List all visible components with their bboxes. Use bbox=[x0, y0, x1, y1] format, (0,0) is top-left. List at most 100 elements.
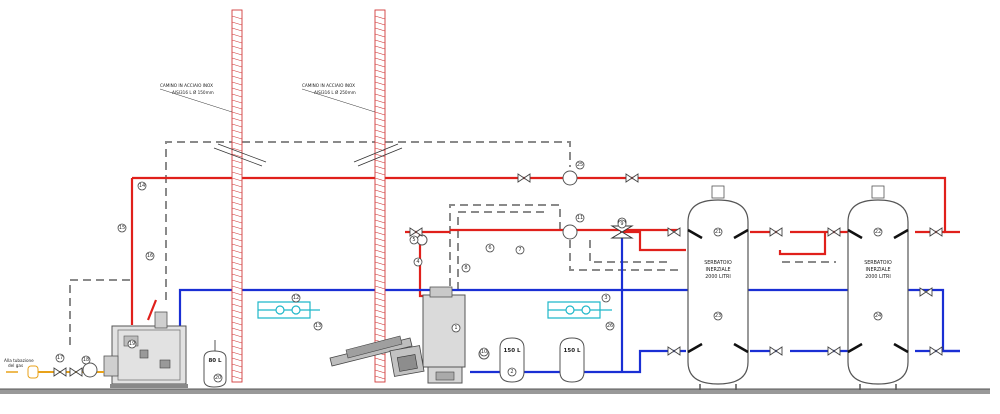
circulator-pumps bbox=[416, 170, 578, 360]
chimney-hatch-line bbox=[374, 309, 386, 314]
component-tag: 4 bbox=[413, 257, 423, 267]
chimney-hatch-line bbox=[231, 363, 243, 368]
gas-inlet-label-line1: Alla tubazione bbox=[4, 358, 34, 363]
chimney-hatch-line bbox=[374, 213, 386, 218]
chimney-hatch-line bbox=[374, 99, 386, 104]
gate-valve bbox=[827, 346, 841, 356]
chimney-hatch-line bbox=[374, 279, 386, 284]
svg-text:6: 6 bbox=[488, 245, 491, 251]
chimney-hatch-line bbox=[231, 225, 243, 230]
chimney-hatch-line bbox=[374, 27, 386, 32]
chimney-hatch-line bbox=[231, 255, 243, 260]
component-tag: 6 bbox=[485, 243, 495, 253]
chimney-hatch-line bbox=[231, 33, 243, 38]
chimney-hatch-line bbox=[231, 297, 243, 302]
gate-valve bbox=[929, 346, 943, 356]
chimney-hatch-line bbox=[374, 363, 386, 368]
chimney-hatch-line bbox=[374, 207, 386, 212]
chimney-hatch-line bbox=[374, 303, 386, 308]
svg-text:1: 1 bbox=[454, 325, 457, 331]
component-tag: 11 bbox=[575, 213, 585, 223]
gate-valve bbox=[827, 227, 841, 237]
chimney-hatch-line bbox=[231, 81, 243, 86]
svg-text:13: 13 bbox=[315, 323, 321, 329]
chimney-hatch-line bbox=[231, 39, 243, 44]
chimney-hatch-line bbox=[231, 279, 243, 284]
gate-valve bbox=[517, 173, 531, 183]
chimney-hatch-line bbox=[231, 243, 243, 248]
chimney-hatch-line bbox=[231, 153, 243, 158]
svg-text:11: 11 bbox=[577, 215, 583, 221]
chimney-hatch-line bbox=[231, 123, 243, 128]
chimney-hatch-line bbox=[231, 45, 243, 50]
chimney-hatch-line bbox=[374, 357, 386, 362]
chimney-hatch-line bbox=[231, 51, 243, 56]
chimney-hatch-line bbox=[374, 57, 386, 62]
chimney-hatch-line bbox=[231, 333, 243, 338]
chimney-hatch-line bbox=[231, 63, 243, 68]
chimney-hatch-line bbox=[231, 21, 243, 26]
svg-text:14: 14 bbox=[139, 183, 145, 189]
chimney-hatch-line bbox=[231, 147, 243, 152]
signal-lines bbox=[69, 141, 836, 345]
chimney-hatch-line bbox=[231, 189, 243, 194]
chimney-hatch-line bbox=[374, 117, 386, 122]
svg-text:15: 15 bbox=[119, 225, 125, 231]
vessel-150l-b-label: 150 L bbox=[564, 348, 581, 354]
chimney-hatch-line bbox=[231, 93, 243, 98]
component-tag: 12 bbox=[291, 293, 301, 303]
vessel-80l-label: 80 L bbox=[208, 358, 222, 364]
tank-1-subtitle: INERZIALE bbox=[705, 267, 730, 273]
component-tag: 8 bbox=[461, 263, 471, 273]
chimney-hatch-line bbox=[374, 183, 386, 188]
component-tag: 21 bbox=[713, 227, 723, 237]
chimney-hatch-line bbox=[231, 183, 243, 188]
chimney-hatch-line bbox=[231, 213, 243, 218]
chimney-hatch-line bbox=[231, 171, 243, 176]
chimney-hatch-line bbox=[374, 69, 386, 74]
svg-text:24: 24 bbox=[875, 313, 881, 319]
chimney-hatch-line bbox=[374, 225, 386, 230]
chimney-left-label-line2: AISI316 L Ø 150mm bbox=[172, 90, 214, 95]
chimney-hatch-line bbox=[374, 33, 386, 38]
svg-text:8: 8 bbox=[464, 265, 467, 271]
svg-text:2: 2 bbox=[510, 369, 513, 375]
svg-text:19: 19 bbox=[129, 341, 135, 347]
chimney-hatch-line bbox=[374, 375, 386, 380]
gas-inlet-label-line2: del gas bbox=[8, 363, 23, 368]
component-tag: 14 bbox=[137, 181, 147, 191]
chimney-hatch-line bbox=[231, 351, 243, 356]
component-tag: 22 bbox=[873, 227, 883, 237]
chimney-hatch-line bbox=[231, 267, 243, 272]
chimney-hatch-line bbox=[231, 321, 243, 326]
gate-valve bbox=[69, 367, 83, 377]
chimney-hatch-line bbox=[374, 51, 386, 56]
tank-1-capacity: 2000 LITRI bbox=[705, 274, 731, 280]
chimney-hatch-line bbox=[374, 231, 386, 236]
tank-1-title: SERBATOIO bbox=[704, 260, 732, 266]
chimney-hatch-line bbox=[374, 201, 386, 206]
component-tag: 10 bbox=[479, 347, 489, 357]
chimney-hatch-line bbox=[374, 45, 386, 50]
svg-text:16: 16 bbox=[147, 253, 153, 259]
svg-text:7: 7 bbox=[518, 247, 521, 253]
chimney-hatch-line bbox=[231, 357, 243, 362]
chimney-hatch-line bbox=[231, 177, 243, 182]
safety-assembly-left bbox=[257, 301, 320, 319]
safety-assembly-right bbox=[547, 301, 612, 319]
gate-valve bbox=[919, 287, 933, 297]
chimney-hatch-line bbox=[374, 273, 386, 278]
svg-text:18: 18 bbox=[83, 357, 89, 363]
chimney-hatch-line bbox=[231, 375, 243, 380]
chimney-hatch-line bbox=[374, 195, 386, 200]
chimney-hatch-line bbox=[374, 63, 386, 68]
hot-water-piping bbox=[130, 176, 960, 325]
gate-valves bbox=[53, 173, 943, 377]
component-tag: 5 bbox=[409, 235, 419, 245]
chimney-hatch-line bbox=[374, 111, 386, 116]
chimney-hatch-line bbox=[374, 123, 386, 128]
chimney-hatch-line bbox=[374, 369, 386, 374]
component-tag: 25 bbox=[575, 160, 585, 170]
component-tag: 20 bbox=[213, 373, 223, 383]
